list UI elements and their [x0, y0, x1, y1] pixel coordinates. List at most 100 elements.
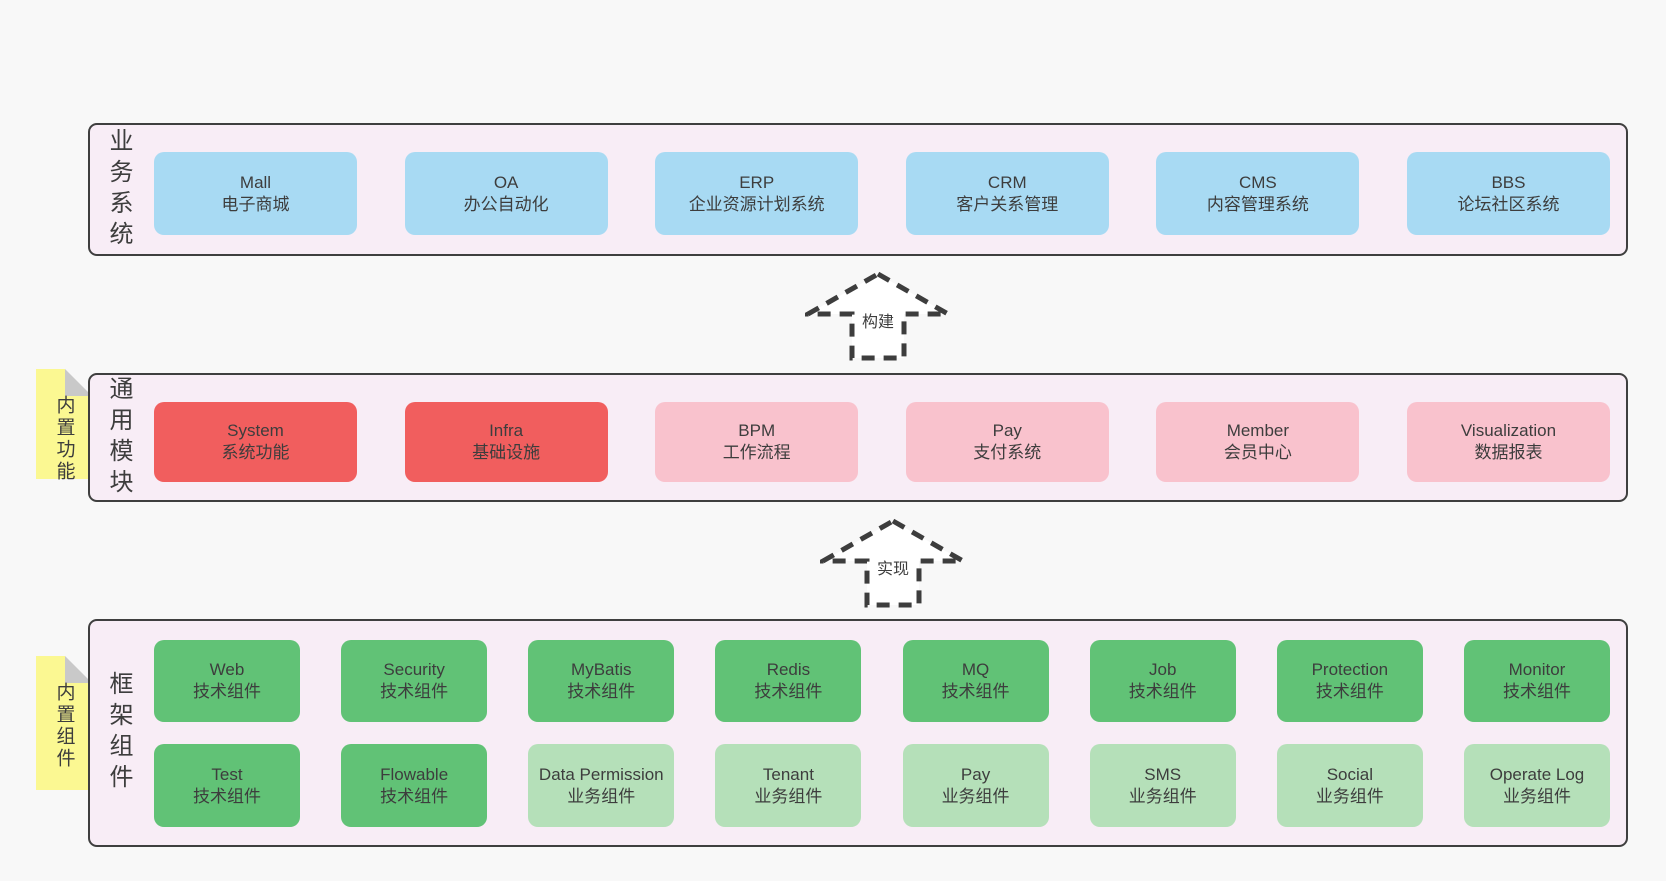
box-title: Social [1326, 764, 1373, 784]
box-title: BBS [1491, 172, 1526, 192]
box-bpm: BPM 工作流程 [655, 402, 859, 482]
box-subtitle: 业务组件 [1502, 786, 1571, 806]
box-subtitle: 企业资源计划系统 [688, 194, 825, 214]
box-system: System 系统功能 [154, 402, 357, 482]
box-subtitle: 技术组件 [1315, 682, 1384, 701]
box-bbs: BBS 论坛社区系统 [1406, 152, 1610, 235]
box-infra: Infra 基础设施 [404, 402, 608, 482]
box-redis: Redis 技术组件 [715, 640, 862, 722]
box-row-framework-2: Test 技术组件 Flowable 技术组件 Data Permission … [154, 744, 1610, 827]
box-sms: SMS 业务组件 [1089, 744, 1236, 827]
box-title: System [227, 421, 284, 440]
box-test: Test 技术组件 [154, 744, 300, 827]
box-pay-component: Pay 业务组件 [902, 744, 1049, 827]
box-title: Operate Log [1489, 764, 1585, 784]
box-title: OA [493, 172, 519, 192]
box-title: Security [383, 660, 445, 679]
box-subtitle: 技术组件 [380, 786, 449, 806]
box-title: Protection [1311, 660, 1389, 679]
section-label-business: 业务系统 [105, 127, 132, 252]
box-tenant: Tenant 业务组件 [715, 744, 862, 827]
box-subtitle: 论坛社区系统 [1457, 194, 1560, 214]
panel-framework-components: 框架组件 Web 技术组件 Security 技术组件 MyBatis 技术组件… [88, 619, 1628, 847]
box-title: Data Permission [538, 764, 664, 784]
box-subtitle: 技术组件 [567, 682, 636, 701]
arrow-label: 构建 [858, 313, 898, 332]
box-title: Infra [489, 421, 524, 440]
box-subtitle: 技术组件 [193, 786, 261, 806]
box-subtitle: 客户关系管理 [956, 194, 1059, 214]
box-title: SMS [1144, 764, 1182, 784]
box-subtitle: 电子商城 [221, 194, 290, 214]
panel-business-systems: 业务系统 Mall 电子商城 OA 办公自动化 ERP 企业资源计划系统 CRM… [88, 123, 1628, 256]
box-title: Member [1226, 421, 1290, 440]
box-title: Web [209, 660, 245, 679]
box-subtitle: 内容管理系统 [1206, 194, 1309, 214]
box-title: ERP [739, 172, 775, 192]
box-subtitle: 技术组件 [754, 682, 823, 701]
box-title: MyBatis [571, 660, 632, 679]
box-title: CRM [987, 172, 1027, 192]
box-subtitle: 基础设施 [472, 443, 541, 462]
box-web: Web 技术组件 [154, 640, 300, 722]
box-title: Flowable [380, 764, 449, 784]
sticky-note-builtin-features: 内置功能 [36, 369, 92, 483]
box-cms: CMS 内容管理系统 [1156, 152, 1360, 235]
box-title: Redis [766, 660, 811, 679]
box-subtitle: 技术组件 [941, 682, 1010, 701]
section-label-framework: 框架组件 [105, 671, 132, 795]
box-title: Pay [992, 421, 1022, 440]
box-mybatis: MyBatis 技术组件 [528, 640, 675, 722]
box-security: Security 技术组件 [341, 640, 488, 722]
box-subtitle: 技术组件 [193, 682, 261, 701]
arrow-label: 实现 [873, 560, 913, 579]
arrow-implement: 实现 [820, 518, 966, 608]
box-subtitle: 业务组件 [1315, 786, 1384, 806]
box-subtitle: 数据报表 [1474, 443, 1543, 462]
arrow-build: 构建 [805, 271, 951, 361]
box-mall: Mall 电子商城 [154, 152, 357, 235]
box-row-framework-1: Web 技术组件 Security 技术组件 MyBatis 技术组件 Redi… [154, 640, 1610, 722]
box-pay-module: Pay 支付系统 [905, 402, 1109, 482]
sticky-label: 内置组件 [53, 682, 75, 770]
box-title: Visualization [1460, 421, 1557, 440]
box-title: CMS [1238, 172, 1277, 192]
box-data-permission: Data Permission 业务组件 [528, 744, 675, 827]
sticky-fold-icon [65, 369, 92, 396]
box-subtitle: 会员中心 [1223, 443, 1292, 462]
box-subtitle: 业务组件 [754, 786, 823, 806]
box-title: Pay [960, 764, 991, 784]
box-oa: OA 办公自动化 [404, 152, 608, 235]
box-crm: CRM 客户关系管理 [905, 152, 1109, 235]
box-title: MQ [961, 660, 990, 679]
box-title: Mall [239, 172, 272, 192]
box-subtitle: 业务组件 [941, 786, 1010, 806]
box-title: Tenant [762, 764, 814, 784]
box-subtitle: 系统功能 [221, 443, 290, 462]
panel-common-modules: 通用模块 System 系统功能 Infra 基础设施 BPM 工作流程 Pay… [88, 373, 1628, 502]
box-subtitle: 业务组件 [567, 786, 636, 806]
box-subtitle: 技术组件 [1128, 682, 1197, 701]
box-member: Member 会员中心 [1156, 402, 1360, 482]
box-row-business: Mall 电子商城 OA 办公自动化 ERP 企业资源计划系统 CRM 客户关系… [154, 152, 1610, 235]
box-row-modules: System 系统功能 Infra 基础设施 BPM 工作流程 Pay 支付系统… [154, 402, 1610, 482]
box-visualization: Visualization 数据报表 [1406, 402, 1610, 482]
sticky-fold-icon [65, 656, 92, 683]
box-protection: Protection 技术组件 [1276, 640, 1423, 722]
section-label-modules: 通用模块 [105, 375, 132, 500]
box-title: Job [1148, 660, 1177, 679]
sticky-note-builtin-components: 内置组件 [36, 656, 92, 790]
box-title: Test [211, 764, 243, 784]
box-subtitle: 支付系统 [973, 443, 1042, 462]
box-subtitle: 技术组件 [1502, 682, 1571, 701]
box-erp: ERP 企业资源计划系统 [655, 152, 859, 235]
box-subtitle: 工作流程 [722, 443, 791, 462]
box-subtitle: 业务组件 [1128, 786, 1197, 806]
sticky-label: 内置功能 [53, 395, 75, 483]
box-social: Social 业务组件 [1276, 744, 1423, 827]
box-title: Monitor [1508, 660, 1566, 679]
box-monitor: Monitor 技术组件 [1463, 640, 1610, 722]
box-title: BPM [738, 421, 776, 440]
box-subtitle: 办公自动化 [463, 194, 549, 214]
